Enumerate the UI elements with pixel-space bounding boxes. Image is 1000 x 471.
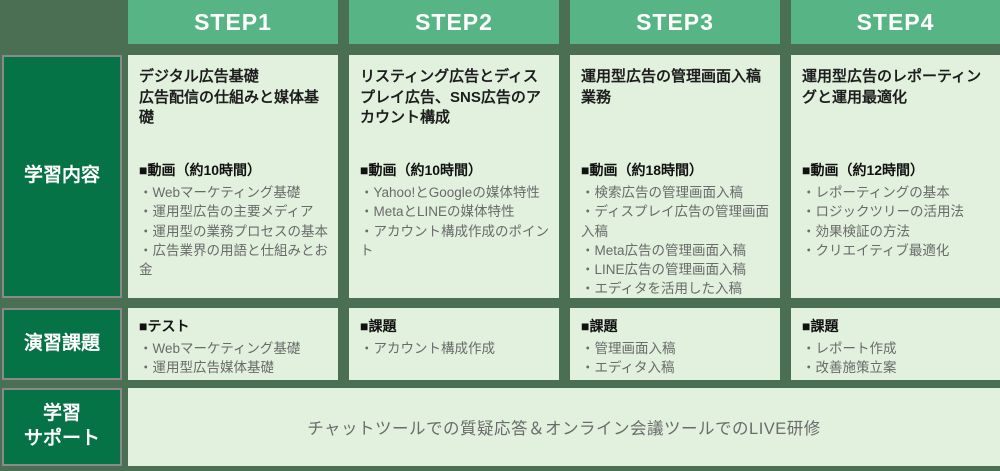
step1-exercise-section-header: ■テスト <box>139 318 190 334</box>
step4-video-section-header: ■動画（約12時間） <box>802 162 925 178</box>
step1-learning-content-cell: デジタル広告基礎 広告配信の仕組みと媒体基礎 ■動画（約10時間） ・Webマー… <box>128 55 338 298</box>
step3-exercise-section-header: ■課題 <box>581 318 618 334</box>
step4-learning-content-cell: 運用型広告のレポーティングと運用最適化 ■動画（約12時間） ・レポーティングの… <box>791 55 1000 298</box>
step2-exercise-cell: ■課題 ・アカウント構成作成 <box>349 308 559 380</box>
support-cell: チャットツールでの質疑応答＆オンライン会議ツールでのLIVE研修 <box>128 388 1000 466</box>
step3-exercise-cell: ■課題 ・管理画面入稿 ・エディタ入稿 <box>570 308 780 380</box>
step3-header: STEP3 <box>570 0 780 44</box>
step2-video-section-header: ■動画（約10時間） <box>360 162 483 178</box>
step1-exercise-cell: ■テスト ・Webマーケティング基礎 ・運用型広告媒体基礎 <box>128 308 338 380</box>
step3-video-bullet-list: ・検索広告の管理画面入稿 ・ディスプレイ広告の管理画面入稿 ・Meta広告の管理… <box>581 185 770 297</box>
step3-video-section-header: ■動画（約18時間） <box>581 162 704 178</box>
support-text: チャットツールでの質疑応答＆オンライン会議ツールでのLIVE研修 <box>307 420 821 438</box>
step1-header: STEP1 <box>128 0 338 44</box>
step2-exercise-bullet-list: ・アカウント構成作成 <box>360 341 495 356</box>
step4-video-bullet-list: ・レポーティングの基本 ・ロジックツリーの活用法 ・効果検証の方法 ・クリエイテ… <box>802 185 964 258</box>
step4-exercise-section-header: ■課題 <box>802 318 839 334</box>
step3-exercise-bullet-list: ・管理画面入稿 ・エディタ入稿 <box>581 341 676 376</box>
step2-learning-content-cell: リスティング広告とディスプレイ広告、SNS広告のアカウント構成 ■動画（約10時… <box>349 55 559 298</box>
step3-title: 運用型広告の管理画面入稿業務 <box>581 68 762 106</box>
step1-video-bullet-list: ・Webマーケティング基礎 ・運用型広告の主要メディア ・運用型の業務プロセスの… <box>139 185 328 278</box>
step2-exercise-section-header: ■課題 <box>360 318 397 334</box>
step2-header: STEP2 <box>349 0 559 44</box>
row-label-exercise: 演習課題 <box>2 308 122 380</box>
step2-title: リスティング広告とディスプレイ広告、SNS広告のアカウント構成 <box>360 68 541 127</box>
step2-video-bullet-list: ・Yahoo!とGoogleの媒体特性 ・MetaとLINEの媒体特性 ・アカウ… <box>360 185 549 258</box>
step1-video-section-header: ■動画（約10時間） <box>139 162 262 178</box>
step1-exercise-bullet-list: ・Webマーケティング基礎 ・運用型広告媒体基礎 <box>139 341 301 376</box>
step4-exercise-bullet-list: ・レポート作成 ・改善施策立案 <box>802 341 897 376</box>
row-label-learning-content: 学習内容 <box>2 55 122 298</box>
row-label-support: 学習 サポート <box>2 388 122 466</box>
step4-header: STEP4 <box>791 0 1000 44</box>
step4-exercise-cell: ■課題 ・レポート作成 ・改善施策立案 <box>791 308 1000 380</box>
step3-learning-content-cell: 運用型広告の管理画面入稿業務 ■動画（約18時間） ・検索広告の管理画面入稿 ・… <box>570 55 780 298</box>
step1-title: デジタル広告基礎 広告配信の仕組みと媒体基礎 <box>139 68 320 127</box>
step4-title: 運用型広告のレポーティングと運用最適化 <box>802 68 982 106</box>
